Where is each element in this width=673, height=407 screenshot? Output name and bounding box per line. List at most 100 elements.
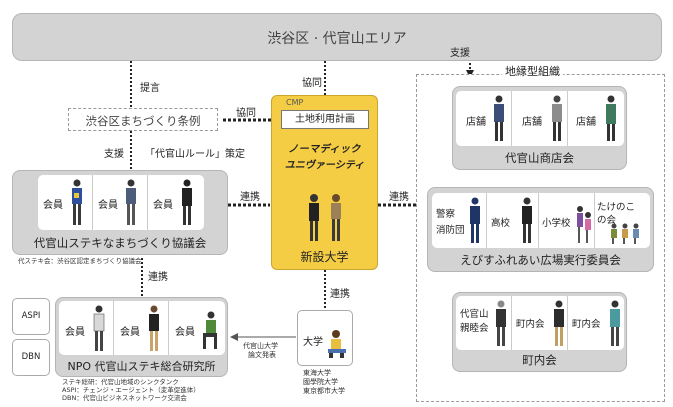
person-icon [496,300,506,346]
member-card: 会員 [114,301,169,355]
npo-note-3: DBN：代官山ビジネスネットワーク交流会 [62,394,187,402]
org-label: 町内会 [572,319,601,330]
person-icon [72,179,82,225]
label-kyodo-left: 協同 [236,108,256,119]
chien-title: 地縁型組織 [502,63,563,79]
chonaikai-block: 代官山 親睦会 町内会 町内会 町内会 [452,292,627,372]
person-icon [552,95,562,141]
member-card: 会員 [93,175,148,230]
area-banner-title: 渋谷区 · 代官山エリア [267,31,407,47]
org-label: 警察 消防団 [436,209,465,236]
shop-label: 店舗 [522,117,542,128]
university-name-3: 東京都市大学 [303,387,345,395]
label-rule: 「代官山ルール」策定 [145,149,245,160]
kyogikai-note: 代ステキ会：渋谷区認定まちづくり協議会 [18,257,142,265]
university-text: ユニヴァーシティ [284,160,365,171]
org-label: たけのこ の会 [597,202,636,226]
arrow-head-npo [230,333,238,341]
member-label: 会員 [98,200,118,211]
person-icon [494,95,504,141]
npo-members: 会員 会員 会員 [59,301,225,355]
person-icon [149,305,159,351]
npo-title: NPO 代官山ステキ総合研究所 [67,360,216,373]
dbn-label: DBN [21,352,41,362]
shop-card: 店舗 [568,91,624,146]
cmp-tag: CMP [286,98,304,107]
label-renkei-mid: 連携 [148,272,168,283]
dbn-box: DBN [12,339,50,376]
member-card: 会員 [169,301,225,355]
org-card: 代官山 親睦会 [456,296,512,350]
label-kyodo-top: 協同 [302,78,322,89]
kyogikai-block: 会員 会員 会員 代官山ステキなまちづくり協議会 [12,170,228,255]
label-renkei-left: 連携 [240,192,260,203]
chonaikai-title: 町内会 [522,353,557,367]
org-card: 警察 消防団 [432,193,487,248]
kyogikai-title: 代官山ステキなまちづくり協議会 [33,236,207,250]
label-renkei-right: 連携 [389,192,409,203]
person-icon [610,300,620,346]
aspi-label: ASPI [21,311,41,321]
ebisu-members: 警察 消防団 高校 小学校 たけのこ の会 [432,193,650,248]
org-label: 小学校 [542,218,571,229]
person-icon [606,95,616,141]
shop-label: 店舗 [466,117,486,128]
shop-label: 店舗 [576,117,596,128]
university-name-2: 國學院大学 [303,378,338,386]
member-card: 会員 [38,175,93,230]
member-label: 会員 [43,200,63,211]
org-card: 町内会 [568,296,624,350]
daigaku-presentation-2: 論文発表 [248,351,276,359]
label-teigen: 提言 [140,83,160,94]
member-label: 会員 [65,327,85,338]
shotenkai-members: 店舗 店舗 店舗 [456,91,624,146]
person-icon [203,311,217,349]
org-card: 町内会 [512,296,568,350]
daigaku-box: 大学 [297,310,353,366]
org-card: たけのこ の会 [595,193,650,248]
label-renkei-bottom: 連携 [330,289,350,300]
member-card: 会員 [148,175,204,230]
kyogikai-members: 会員 会員 会員 [38,175,204,230]
member-label: 会員 [120,327,140,338]
daigaku-presentation-1: 代官山大学 [243,342,278,350]
ordinance-box: 渋谷区まちづくり条例 [68,108,218,131]
label-shien-left: 支援 [104,149,124,160]
org-label: 代官山 親睦会 [460,309,489,334]
npo-note-1: ステキ総研：代官山地域のシンクタンク [62,378,179,386]
cmp-block: CMP 土地利用計画 ノーマディック ユニヴァーシティ 新設大学 [271,95,378,270]
org-card: 小学校 [539,193,595,248]
shop-card: 店舗 [456,91,512,146]
students-illustration [309,194,341,241]
ebisu-title: えびすふれあい広場実行委員会 [460,253,621,267]
children-icon [577,206,591,243]
ebisu-block: 警察 消防団 高校 小学校 たけのこ の会 えびすふれあい広場実行委員会 [427,187,654,272]
person-icon [93,305,105,351]
org-card: 高校 [487,193,539,248]
npo-note-2: ASPI：チェンジ・エージェント（変革促進体） [62,386,200,394]
person-icon [554,300,564,346]
member-label: 会員 [153,200,173,211]
ordinance-label: 渋谷区まちづくり条例 [85,114,201,128]
aspi-box: ASPI [12,298,50,335]
land-use-plan-label: 土地利用計画 [295,114,355,125]
member-label: 会員 [175,327,195,338]
land-use-plan-box: 土地利用計画 [281,110,369,129]
shotenkai-title: 代官山商店会 [505,151,574,165]
npo-block: 会員 会員 会員 NPO 代官山ステキ総合研究所 [55,297,228,377]
daigaku-label: 大学 [303,337,323,348]
student-icon [328,330,346,358]
org-label: 高校 [491,218,511,229]
chonaikai-members: 代官山 親睦会 町内会 町内会 [456,296,624,350]
org-label: 町内会 [516,319,545,330]
member-card: 会員 [59,301,114,355]
area-banner: 渋谷区 · 代官山エリア [12,13,662,61]
nomadic-text: ノーマディック [288,144,361,155]
label-shien-right: 支援 [450,48,470,59]
shop-card: 店舗 [512,91,568,146]
person-icon [522,197,532,243]
person-icon [470,197,480,243]
person-icon [182,179,192,225]
children-icon [611,223,639,244]
new-university-label: 新設大学 [300,250,349,264]
